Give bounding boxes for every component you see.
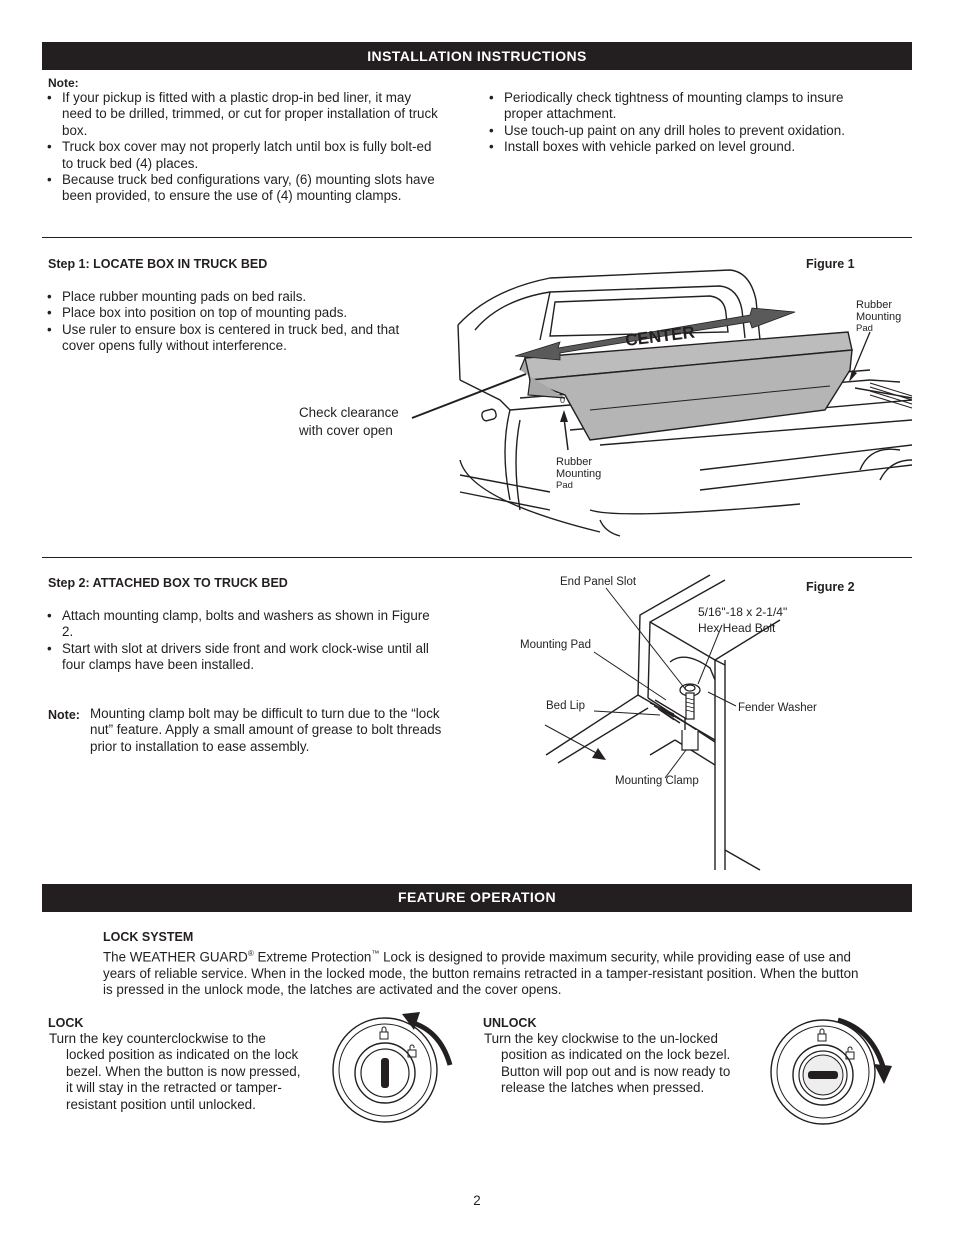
clearance-callout: Check clearance with cover open — [299, 405, 399, 438]
svg-text:0: 0 — [560, 395, 565, 405]
end-panel-slot-label: End Panel Slot — [560, 576, 637, 588]
note-bullet: If your pickup is fitted with a plastic … — [42, 90, 440, 139]
unlock-text: Turn the key clockwise to the un-locked … — [484, 1031, 731, 1096]
lock-bezel-locked-icon — [332, 1012, 453, 1123]
step2-note-text: Mounting clamp bolt may be difficult to … — [90, 706, 442, 754]
section-header-feature: FEATURE OPERATION — [42, 884, 912, 912]
figure1-truck-illustration: 0 CENTER Rubber Mounting Pad Rubber Moun… — [411, 269, 913, 537]
divider — [42, 237, 912, 238]
step1-heading: Step 1: LOCATE BOX IN TRUCK BED — [48, 257, 268, 271]
step1-bullet: Place rubber mounting pads on bed rails. — [42, 289, 402, 306]
note-right-list: Periodically check tightness of mounting… — [484, 90, 884, 156]
step1-bullet: Use ruler to ensure box is centered in t… — [42, 322, 402, 355]
svg-text:Pad: Pad — [556, 480, 573, 491]
figure2-clamp-illustration: End Panel Slot 5/16"-18 x 2-1/4" Hex Hea… — [520, 574, 817, 871]
note-bullet: Because truck bed configurations vary, (… — [42, 172, 440, 205]
lock-bezel-unlocked-icon — [770, 1017, 892, 1125]
lock-heading: LOCK — [48, 1016, 84, 1030]
step2-bullet: Start with slot at drivers side front an… — [42, 641, 442, 674]
figure2-label: Figure 2 — [806, 580, 855, 594]
step2-list: Attach mounting clamp, bolts and washers… — [42, 608, 442, 674]
lock-system-text: The WEATHER GUARD® Extreme Protection™ L… — [103, 949, 859, 998]
note-bullet: Use touch-up paint on any drill holes to… — [484, 123, 884, 140]
page-number: 2 — [473, 1193, 481, 1208]
svg-text:Mounting: Mounting — [556, 468, 601, 480]
step1-bullet: Place box into position on top of mounti… — [42, 305, 402, 322]
bolt-label: 5/16"-18 x 2-1/4" — [698, 605, 787, 619]
svg-text:Mounting: Mounting — [856, 311, 901, 323]
figure1-label: Figure 1 — [806, 257, 855, 271]
step2-heading: Step 2: ATTACHED BOX TO TRUCK BED — [48, 576, 288, 590]
note-bullet: Install boxes with vehicle parked on lev… — [484, 139, 884, 156]
rubber-pad-label-lower: Rubber — [556, 456, 592, 468]
note-bullet: Truck box cover may not properly latch u… — [42, 139, 440, 172]
fender-washer-label: Fender Washer — [738, 702, 817, 714]
note-bullet: Periodically check tightness of mounting… — [484, 90, 884, 123]
section-header-installation: INSTALLATION INSTRUCTIONS — [42, 42, 912, 70]
svg-text:Hex Head Bolt: Hex Head Bolt — [698, 621, 776, 635]
lock-text: Turn the key counterclockwise to the loc… — [49, 1031, 301, 1112]
step2-bullet: Attach mounting clamp, bolts and washers… — [42, 608, 442, 641]
svg-text:Pad: Pad — [856, 323, 873, 334]
note-left-list: If your pickup is fitted with a plastic … — [42, 90, 440, 205]
lock-system-heading: LOCK SYSTEM — [103, 930, 194, 944]
divider — [42, 557, 912, 558]
unlock-heading: UNLOCK — [483, 1016, 537, 1030]
mounting-pad-label: Mounting Pad — [520, 639, 591, 651]
note-heading: Note: — [48, 76, 79, 90]
rubber-pad-label-upper: Rubber — [856, 299, 892, 311]
bed-lip-label: Bed Lip — [546, 700, 585, 712]
mounting-clamp-label: Mounting Clamp — [615, 775, 699, 787]
step1-list: Place rubber mounting pads on bed rails.… — [42, 289, 402, 355]
step2-note-label: Note: — [48, 708, 80, 722]
